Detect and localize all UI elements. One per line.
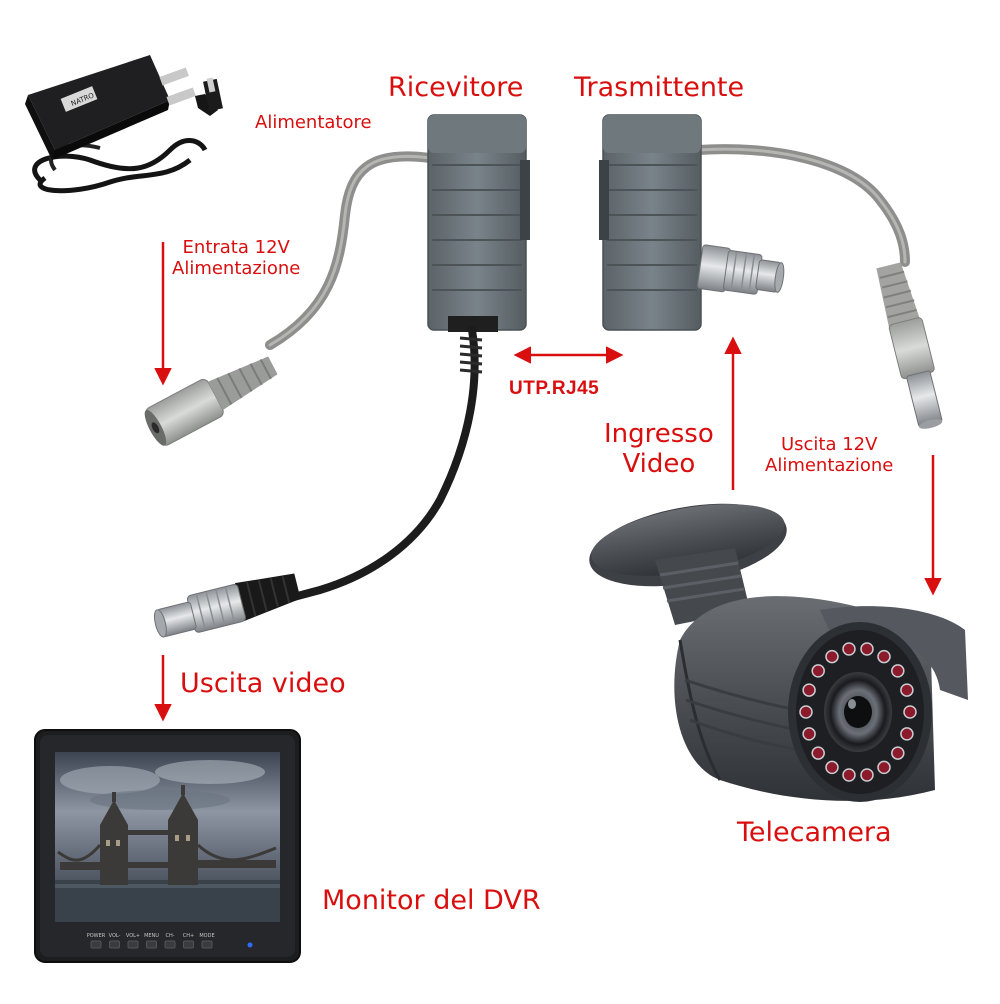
adapter-brand-badge [60,86,98,112]
ir-led [860,768,874,782]
monitor-button-label: CH- [165,933,174,939]
monitor-button-label: MENU [144,933,159,939]
monitor-button[interactable] [90,940,102,949]
ir-led [825,760,839,775]
ir-led [842,642,856,656]
label-uscita12-line2: Alimentazione [765,454,894,476]
receiver-grey-cable [265,151,435,350]
balun-receiver-icon [427,114,530,332]
annotation-arrows [154,242,942,722]
label-ingresso-video: Ingresso Video [604,419,714,480]
ir-led [802,683,816,697]
ir-led [891,746,905,760]
label-alimentatore: Alimentatore [255,112,372,133]
ir-led [891,664,905,678]
ir-led-ring [799,642,917,782]
label-utp-rj45: UTP.RJ45 [509,378,600,399]
dc-plug-icon [876,262,943,429]
monitor-button[interactable] [201,940,213,949]
monitor-button-label: VOL+ [126,933,140,939]
bnc-connector-icon [153,573,301,638]
monitor-button-label: CH+ [183,933,194,939]
label-trasmittente: Trasmittente [574,72,745,103]
ir-led [825,649,839,664]
ir-led [903,705,917,719]
transmitter-bnc-icon [696,244,785,295]
label-ingresso-line2: Video [622,448,696,479]
dc-jack-icon [144,356,278,446]
ir-led [877,649,891,664]
label-ingresso-line1: Ingresso [604,419,714,449]
monitor-button-label: VOL- [109,933,121,939]
monitor-button[interactable] [109,940,120,949]
label-monitor-dvr: Monitor del DVR [322,885,541,916]
balun-transmitter-icon [599,114,910,331]
monitor-button[interactable] [164,940,176,949]
power-adapter-icon: NATRO [25,55,223,194]
label-uscita-video: Uscita video [180,668,346,699]
monitor-power-led [247,942,253,948]
label-entrata-line1: Entrata 12V [182,237,290,258]
ir-led [842,768,856,782]
monitor-button[interactable] [146,940,157,949]
ir-led [900,727,914,741]
ir-led [877,760,891,775]
label-uscita-12v: Uscita 12V Alimentazione [765,434,894,476]
label-entrata-12v: Entrata 12V Alimentazione [172,237,301,279]
ir-led [860,642,874,656]
ir-led [811,746,825,760]
ir-led [811,664,825,678]
monitor-button-label: POWER [87,933,106,939]
cctv-camera-icon [589,503,968,802]
label-uscita12-line1: Uscita 12V [780,434,878,455]
ir-led [900,683,914,697]
monitor-button[interactable] [127,940,139,949]
ir-led [799,705,813,719]
label-telecamera: Telecamera [737,817,892,848]
monitor-button-label: MODE [199,933,214,939]
label-ricevitore: Ricevitore [388,72,524,103]
receiver-black-cable [286,326,483,602]
ir-led [802,727,816,741]
monitor-button[interactable] [183,940,194,949]
label-entrata-line2: Alimentazione [172,257,301,279]
